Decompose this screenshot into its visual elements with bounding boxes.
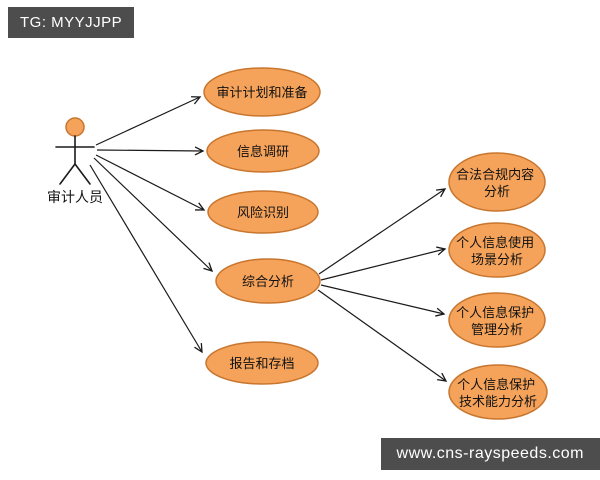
label-line-1: 个人信息使用 [456, 235, 534, 250]
use-case-risk-identification-shape [207, 190, 319, 234]
actor-leg-right [74, 163, 91, 185]
arrow-analysis-to-scenario [320, 246, 447, 281]
use-case-comprehensive-analysis: 综合分析 [215, 258, 321, 304]
use-case-report-archive: 报告和存档 [205, 341, 319, 385]
use-case-usage-scenario-analysis-shape [448, 222, 546, 278]
watermark-site-badge: www.cns-rayspeeds.com [380, 438, 600, 470]
actor-edges [89, 96, 214, 354]
label-line-2: 分析 [484, 184, 510, 199]
actor-label: 审计人员 [47, 189, 103, 205]
actor-leg-left [59, 163, 76, 185]
use-case-info-research-label: 信息调研 [237, 144, 289, 159]
use-case-audit-planning-label: 审计计划和准备 [216, 85, 307, 100]
label-line-2: 技术能力分析 [459, 394, 537, 409]
label-line-1: 合法合规内容 [456, 167, 534, 182]
use-case-risk-identification-label: 风险识别 [237, 205, 289, 220]
arrow-actor-to-report [89, 164, 203, 354]
use-case-protection-management-analysis: 个人信息保护 管理分析 [448, 292, 546, 348]
label-line-1: 个人信息保护 [457, 377, 535, 392]
analysis-edges [317, 188, 448, 382]
use-case-comprehensive-analysis-label: 综合分析 [242, 274, 294, 289]
use-case-legal-compliance-analysis-label: 合法合规内容 分析 [456, 167, 538, 199]
use-case-report-archive-label: 报告和存档 [229, 356, 294, 371]
label-line-2: 管理分析 [471, 322, 523, 337]
use-case-info-research-shape [206, 129, 320, 173]
watermark-tg-badge: TG: MYYJJPP [8, 7, 135, 38]
use-case-protection-management-analysis-label: 个人信息保护 管理分析 [456, 305, 538, 337]
arrow-actor-to-planning [95, 96, 202, 146]
arrow-actor-to-analysis [93, 157, 214, 273]
use-case-comprehensive-analysis-shape [215, 258, 321, 304]
use-case-protection-tech-analysis-shape [448, 364, 548, 420]
actor-head [65, 117, 85, 137]
use-case-protection-tech-analysis-label: 个人信息保护 技术能力分析 [457, 377, 539, 409]
arrow-analysis-to-management [320, 284, 446, 317]
arrow-analysis-to-legal [318, 188, 447, 275]
use-case-info-research: 信息调研 [206, 129, 320, 173]
use-case-protection-tech-analysis: 个人信息保护 技术能力分析 [448, 364, 548, 420]
label-line-1: 个人信息保护 [456, 305, 534, 320]
use-case-protection-management-analysis-shape [448, 292, 546, 348]
use-case-usage-scenario-analysis-label: 个人信息使用 场景分析 [456, 235, 538, 267]
label-line-2: 场景分析 [471, 252, 523, 267]
use-case-usage-scenario-analysis: 个人信息使用 场景分析 [448, 222, 546, 278]
use-case-legal-compliance-analysis-shape [448, 152, 546, 212]
arrow-actor-to-risk [95, 154, 206, 211]
use-case-legal-compliance-analysis: 合法合规内容 分析 [448, 152, 546, 212]
use-case-audit-planning: 审计计划和准备 [203, 67, 321, 117]
use-case-risk-identification: 风险识别 [207, 190, 319, 234]
use-case-report-archive-shape [205, 341, 319, 385]
arrow-analysis-to-tech [317, 289, 448, 382]
actor-figure: 审计人员 [47, 117, 103, 205]
arrow-actor-to-research [96, 146, 205, 156]
use-case-audit-planning-shape [203, 67, 321, 117]
